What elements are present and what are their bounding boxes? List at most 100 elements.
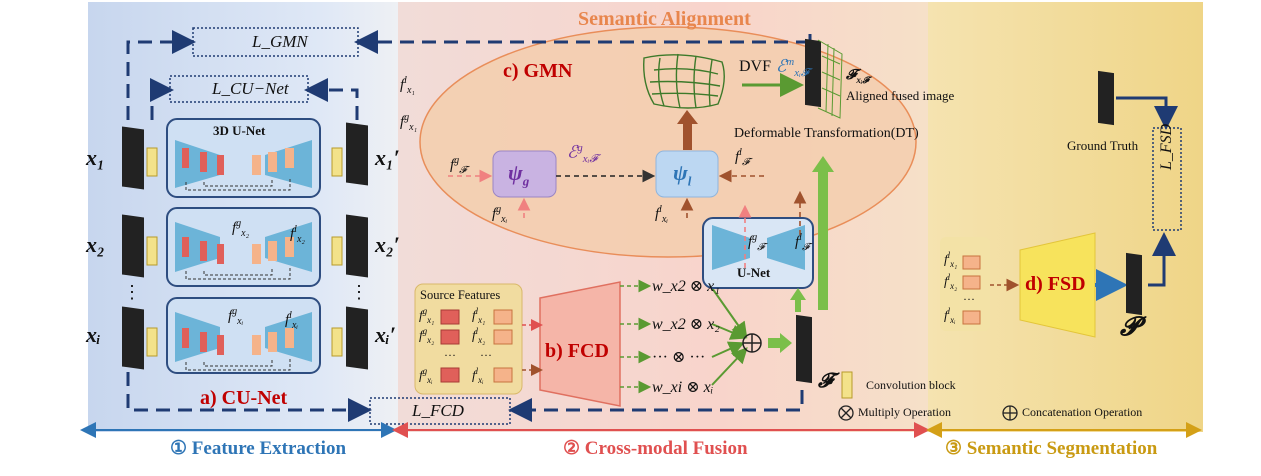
- input-x2: x₂: [86, 232, 105, 257]
- fused-symbol: 𝓕: [818, 370, 833, 392]
- weight-2: w_x2 ⊗ x₂: [652, 316, 720, 333]
- decoder-block: [268, 241, 277, 261]
- output-dots: ⋮: [350, 282, 368, 302]
- fcd-loss-line-left: [126, 372, 372, 422]
- output-xi: xᵢ′: [375, 322, 396, 347]
- fcd-block: [539, 281, 621, 407]
- prediction-image: [1126, 252, 1142, 316]
- unet-fFg: fg𝓕: [748, 232, 765, 253]
- loss-fcd: L_FCD: [412, 401, 464, 420]
- phase-semantic-segmentation: ③ Semantic Segmentation: [945, 438, 1158, 459]
- fcd-label: b) FCD: [545, 340, 609, 362]
- source-features-label: Source Features: [420, 288, 501, 302]
- dt-label: Deformable Transformation(DT): [734, 126, 919, 141]
- psi-l-label: ψl: [673, 160, 692, 189]
- fsd-label: d) FSD: [1025, 273, 1086, 295]
- ground-truth-label: Ground Truth: [1067, 138, 1139, 153]
- seg-dots: ···: [963, 292, 975, 306]
- seg-fi: flxᵢ: [944, 306, 956, 325]
- loss-fsd: L_FSD: [1158, 123, 1175, 170]
- uneti-fg: fgxᵢ: [228, 306, 244, 327]
- global-feature-block: [440, 329, 460, 345]
- f-F-l: fl𝓕: [735, 147, 750, 168]
- encoder-block: [217, 244, 224, 264]
- gmn-label: c) GMN: [503, 60, 573, 82]
- em-label: ℰmxᵢ𝓕: [776, 56, 809, 80]
- src-f1g: fgx₁: [419, 306, 435, 325]
- encoder-block: [200, 332, 207, 352]
- aligned-symbol: 𝓕xᵢ𝓕: [846, 68, 870, 85]
- decoder-block: [252, 335, 261, 355]
- weight-i: w_xi ⊗ xᵢ: [652, 379, 714, 396]
- psi-g-box: [492, 150, 557, 198]
- decoder-block: [268, 152, 277, 172]
- loss-gmn: L_GMN: [252, 32, 308, 51]
- encoder-block: [182, 328, 189, 348]
- local-feature-block: [493, 329, 513, 345]
- aligned-fused-image: [805, 38, 821, 108]
- input-xi: xᵢ: [86, 322, 101, 347]
- f-F-g: fg𝓕: [450, 155, 467, 176]
- phase-feature-extraction: ① Feature Extraction: [170, 438, 347, 459]
- src-f1l: flx₁: [472, 306, 486, 325]
- output-x2: x₂′: [375, 232, 400, 257]
- fused-image: [796, 314, 812, 384]
- unet2-fg: fgx₂: [232, 218, 250, 239]
- cunet-loss-box: [169, 75, 309, 103]
- decoder-block: [252, 244, 261, 264]
- semantic-segmentation-panel: [928, 2, 1203, 432]
- prediction-symbol: 𝓟: [1120, 312, 1139, 341]
- psi-l-box: [655, 150, 719, 198]
- unet3d-label: 3D U-Net: [213, 123, 266, 138]
- source-feature-blocks: [440, 309, 513, 383]
- ground-truth-image: [1098, 70, 1114, 126]
- psi-g-label: ψg: [508, 160, 530, 189]
- conv-block-label: Convolution block: [866, 378, 956, 392]
- src-fig: fgxᵢ: [419, 366, 433, 385]
- f-x1-l: flx₁: [400, 75, 415, 96]
- encoder-block: [200, 241, 207, 261]
- local-feature-block: [493, 309, 513, 325]
- convolution-block-icon: [841, 371, 853, 399]
- seg-f2: flx₂: [944, 272, 958, 291]
- decoder-block: [285, 237, 294, 257]
- unet-label: U-Net: [737, 265, 771, 280]
- input-x1: x₁: [86, 145, 105, 170]
- uneti-fl: flxᵢ: [285, 310, 298, 331]
- global-feature-block: [440, 309, 460, 325]
- unet-fFl: fl𝓕: [795, 232, 810, 253]
- unet2-fl: flx₂: [290, 224, 305, 245]
- f-xi-g: fgxᵢ: [492, 204, 508, 225]
- encoder-block: [217, 335, 224, 355]
- fcd-loss-line-right: [508, 390, 804, 422]
- semantic-alignment-title: Semantic Alignment: [578, 8, 751, 30]
- loss-cunet: L_CU−Net: [212, 79, 289, 98]
- encoder-block: [217, 155, 224, 175]
- decoder-block: [285, 328, 294, 348]
- aligned-fused-label: Aligned fused image: [846, 88, 955, 103]
- src-f2l: flx₂: [472, 326, 486, 345]
- local-feature-block: [493, 367, 513, 383]
- eg-label: ℰgxᵢ𝓕: [567, 142, 598, 166]
- f-xi-l: flxᵢ: [655, 204, 668, 225]
- src-f2g: fgx₂: [419, 326, 435, 345]
- decoder-block: [268, 332, 277, 352]
- encoder-block: [200, 152, 207, 172]
- fsd-block: [1019, 232, 1096, 338]
- weight-1: w_x2 ⊗ x₁: [652, 278, 720, 295]
- f-x1-g: fgx₁: [400, 112, 418, 133]
- gmn-loss-line-left: [126, 30, 196, 120]
- phase-cross-modal-fusion: ② Cross-modal Fusion: [563, 438, 748, 459]
- multiply-icon: [838, 405, 854, 421]
- concat-label: Concatenation Operation: [1022, 405, 1143, 419]
- src-fil: flxᵢ: [472, 366, 484, 385]
- cunet-loss-line-right: [304, 78, 359, 120]
- decoder-block: [252, 155, 261, 175]
- cunet-label: a) CU-Net: [200, 387, 288, 409]
- src-dots: ··· ···: [444, 348, 492, 362]
- seg-f1: flx₁: [944, 250, 958, 269]
- to-fused-arrow: [768, 333, 792, 353]
- input-slices: [122, 126, 144, 370]
